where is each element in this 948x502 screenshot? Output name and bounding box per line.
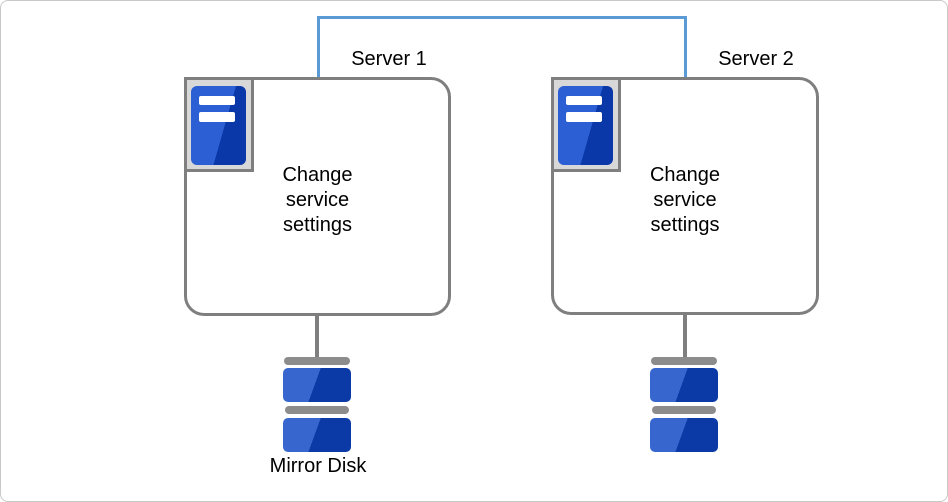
box-text-line: Change — [649, 164, 721, 186]
server-icon-slot — [566, 96, 602, 105]
server-icon — [184, 77, 254, 172]
disk-cap-bar — [651, 357, 717, 365]
disk-divider-bar — [285, 406, 349, 414]
box-text-line: service — [653, 189, 717, 211]
mirror-disk-label: Mirror Disk — [269, 455, 367, 477]
server2-label: Server 2 — [718, 48, 794, 70]
server-icon-slot — [199, 112, 235, 122]
mirror-disk-icon — [283, 357, 351, 452]
box-text-line: Change — [282, 164, 353, 186]
network-link-line-left — [317, 16, 320, 77]
disk-connector-line — [683, 315, 687, 358]
disk-platter — [650, 418, 718, 452]
server2-box-text: Change service settings — [551, 163, 819, 238]
disk-platter — [650, 368, 718, 402]
network-link-line-horizontal — [317, 16, 687, 19]
disk-cap-bar — [284, 357, 350, 365]
disk-divider-bar — [652, 406, 716, 414]
server1-label: Server 1 — [351, 48, 427, 70]
server-icon-slot — [199, 96, 235, 105]
server-icon — [551, 77, 621, 172]
server-icon-body — [558, 86, 613, 165]
disk-connector-line — [315, 316, 319, 358]
server-icon-body — [191, 86, 246, 165]
network-link-line-right — [684, 16, 687, 77]
box-text-line: settings — [650, 214, 720, 236]
box-text-line: service — [285, 189, 350, 211]
box-text-line: settings — [283, 214, 352, 236]
mirror-disk-icon — [650, 357, 718, 452]
disk-platter — [283, 368, 351, 402]
server1-box-text: Change service settings — [184, 163, 451, 238]
server-icon-slot — [566, 112, 602, 122]
disk-platter — [283, 418, 351, 452]
